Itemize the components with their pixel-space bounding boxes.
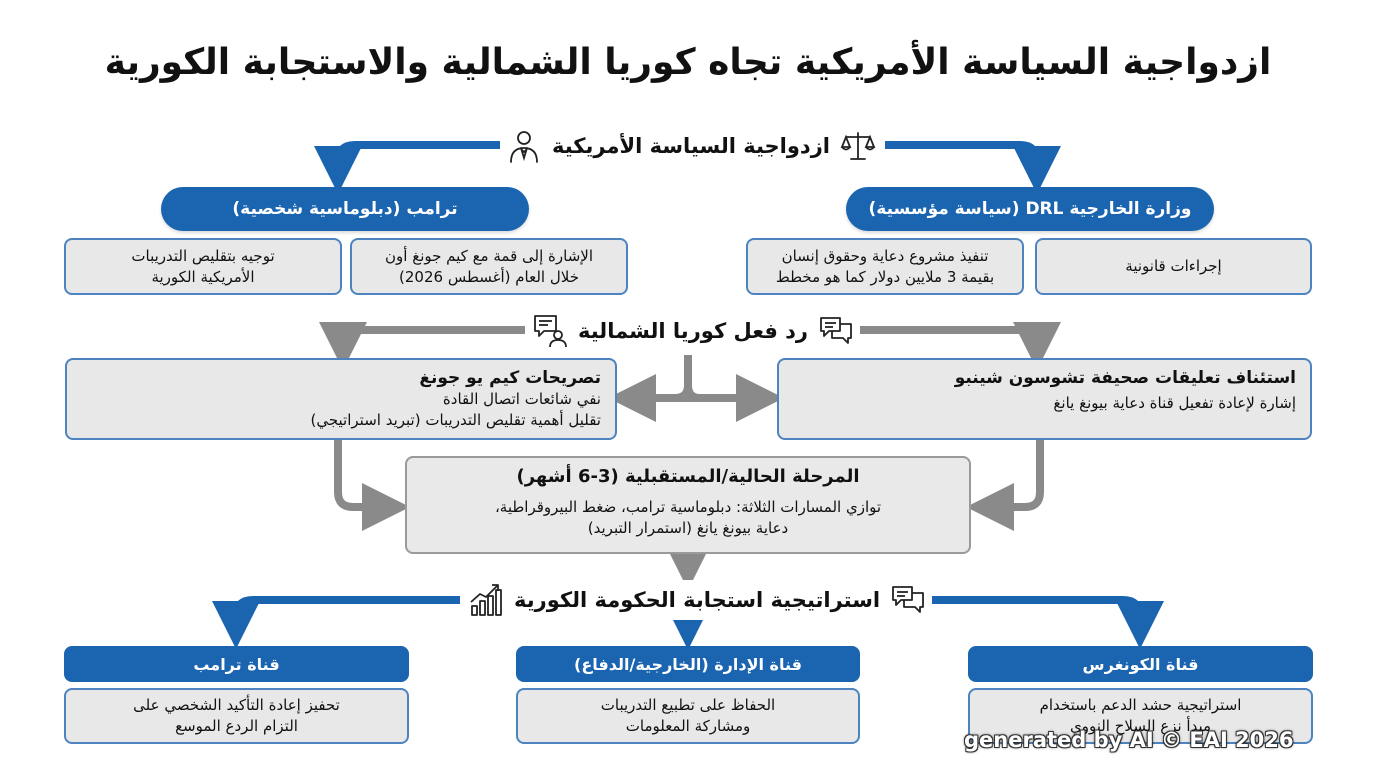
trump-diplomacy-pill: ترامب (دبلوماسية شخصية) — [161, 187, 529, 231]
scales-icon — [840, 132, 876, 160]
current-phase-box: المرحلة الحالية/المستقبلية (3-6 أشهر) تو… — [405, 456, 971, 554]
propaganda-project-box: تنفيذ مشروع دعاية وحقوق إنسان بقيمة 3 مل… — [746, 238, 1024, 295]
arrow-kim-to-phase — [334, 440, 410, 531]
page-title: ازدواجية السياسة الأمريكية تجاه كوريا ال… — [104, 42, 1272, 83]
us-policy-header: ازدواجية السياسة الأمريكية — [500, 126, 882, 166]
korea-strategy-header: استراتيجية استجابة الحكومة الكورية — [462, 580, 933, 620]
arrow-to-congress-channel — [918, 596, 1164, 649]
state-department-pill: وزارة الخارجية DRL (سياسة مؤسسية) — [846, 187, 1214, 231]
summit-signal-box: الإشارة إلى قمة مع كيم جونغ أون خلال الع… — [350, 238, 628, 295]
kim-yo-jong-box: تصريحات كيم يو جونغ نفي شائعات اتصال الق… — [65, 358, 617, 440]
growth-chart-icon — [470, 584, 502, 616]
korea-strategy-label: استراتيجية استجابة الحكومة الكورية — [514, 588, 881, 612]
arrow-to-trump-channel — [212, 596, 460, 649]
congress-channel-box: استراتيجية حشد الدعم باستخدام مبدأ نزع ا… — [968, 688, 1313, 744]
nk-reaction-label: رد فعل كوريا الشمالية — [578, 319, 808, 343]
arrow-to-kim-yo-jong — [319, 322, 525, 370]
arrow-rodong-to-phase — [966, 440, 1044, 531]
ai-watermark: generated by AI © EAI 2026 — [964, 728, 1294, 752]
administration-channel-title: قناة الإدارة (الخارجية/الدفاع) — [516, 646, 860, 682]
legal-measures-box: إجراءات قانونية — [1035, 238, 1312, 295]
trump-channel-box: تحفيز إعادة التأكيد الشخصي على التزام ال… — [64, 688, 409, 744]
rodong-commentary-box: استئناف تعليقات صحيفة تشوسون شينبو إشارة… — [777, 358, 1312, 440]
arrow-to-trump — [314, 141, 500, 194]
administration-channel-box: الحفاظ على تطبيع التدريبات ومشاركة المعل… — [516, 688, 860, 744]
trump-channel-title: قناة ترامب — [64, 646, 409, 682]
exercise-reduction-box: توجيه بتقليص التدريبات الأمريكية الكورية — [64, 238, 342, 295]
bracket-stem — [674, 355, 701, 402]
chat-bubbles-icon — [820, 317, 852, 344]
chat-person-icon — [534, 315, 567, 348]
us-policy-label: ازدواجية السياسة الأمريكية — [552, 134, 830, 158]
businessman-icon — [510, 131, 538, 163]
congress-channel-title: قناة الكونغرس — [968, 646, 1313, 682]
chat-bubbles-icon — [892, 586, 924, 613]
nk-reaction-header: رد فعل كوريا الشمالية — [526, 311, 860, 351]
arrow-to-rodong — [855, 322, 1061, 370]
arrow-to-state-dept — [885, 141, 1061, 194]
